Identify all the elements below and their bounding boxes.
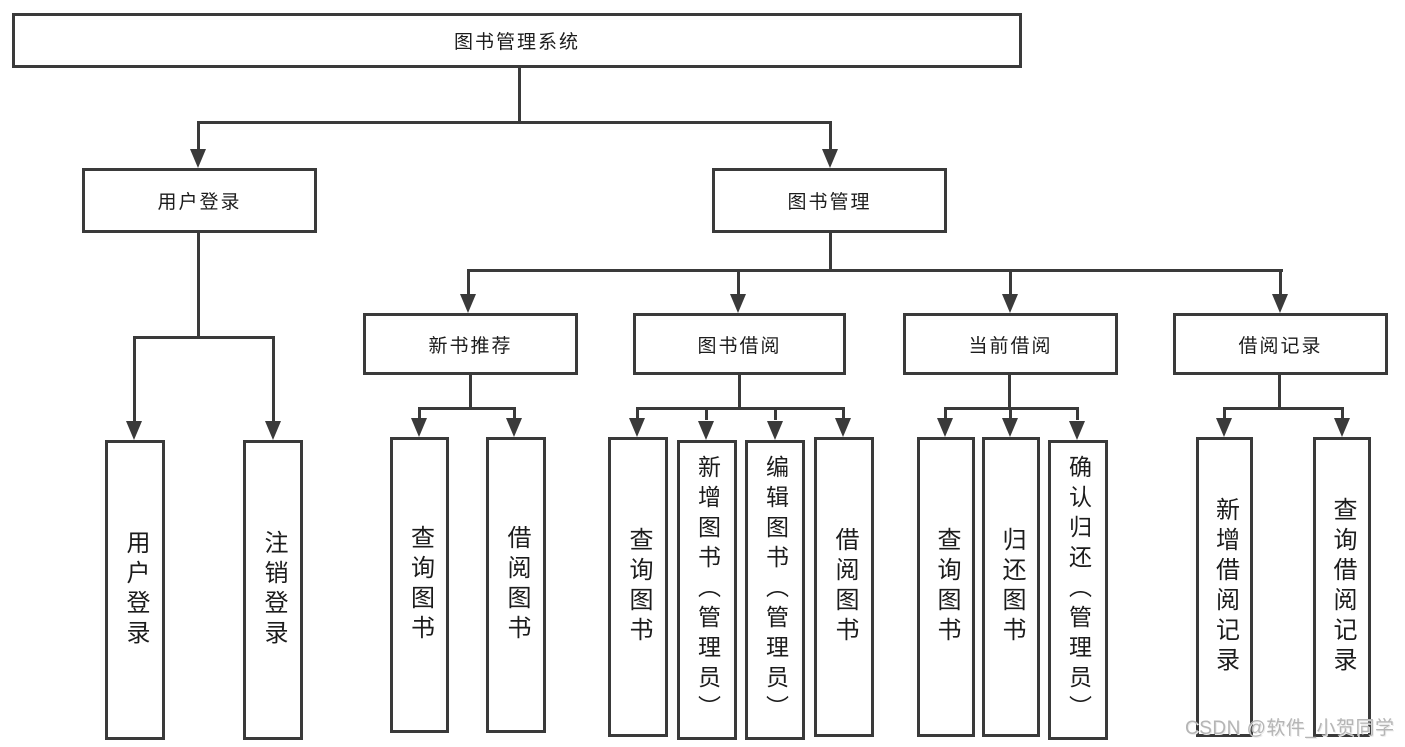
arrowhead-t3-3-c2 bbox=[1002, 418, 1018, 437]
leaf-add-borrow-record: 新增借阅记录 bbox=[1196, 437, 1253, 737]
arrowhead-t3-1-c2 bbox=[506, 418, 522, 437]
arrowhead-t3-3 bbox=[1002, 294, 1018, 313]
connector-t3-3-drop bbox=[1009, 269, 1012, 295]
arrowhead-user bbox=[190, 149, 206, 168]
leaf-recommend-borrow-book-label: 借阅图书 bbox=[503, 525, 530, 645]
leaf-query-borrow-record-label: 查询借阅记录 bbox=[1329, 497, 1356, 677]
connector-t3-4-c1-drop bbox=[1223, 407, 1226, 420]
leaf-user-login: 用户登录 bbox=[105, 440, 165, 740]
leaf-add-borrow-record-label: 新增借阅记录 bbox=[1211, 497, 1239, 677]
connector-t3-1-c2-drop bbox=[513, 407, 516, 420]
leaf-borrow-borrow-book: 借阅图书 bbox=[814, 437, 874, 737]
leaf-current-query-book: 查询图书 bbox=[917, 437, 975, 737]
connector-t3-2-c1-drop bbox=[636, 407, 639, 420]
leaf-borrow-borrow-book-label: 借阅图书 bbox=[831, 527, 858, 647]
connector-t3-4-stub bbox=[1278, 375, 1281, 410]
arrowhead-t3-4-c1 bbox=[1216, 418, 1232, 437]
leaf-logout-label: 注销登录 bbox=[260, 530, 287, 650]
leaf-recommend-query-book: 查询图书 bbox=[390, 437, 449, 733]
arrowhead-t3-2-c4 bbox=[835, 418, 851, 437]
connector-t3-1-stub bbox=[469, 375, 472, 410]
connector-t3-1-drop bbox=[467, 269, 470, 295]
arrowhead-t3-3-c3 bbox=[1069, 421, 1085, 440]
leaf-current-query-book-label: 查询图书 bbox=[933, 527, 960, 647]
leaf-logout: 注销登录 bbox=[243, 440, 303, 740]
connector-book-stub bbox=[829, 233, 832, 272]
arrowhead-t3-2-c1 bbox=[629, 418, 645, 437]
connector-t3-2-c4-drop bbox=[842, 407, 845, 420]
node-book-mgmt-label: 图书管理 bbox=[787, 192, 872, 213]
connector-t3-3-c3-drop bbox=[1076, 407, 1079, 420]
connector-user-stub bbox=[197, 233, 200, 339]
arrowhead-t3-1 bbox=[460, 294, 476, 313]
connector-t3-1-bus bbox=[418, 407, 516, 410]
leaf-recommend-query-book-label: 查询图书 bbox=[406, 525, 434, 645]
leaf-user-login-label: 用户登录 bbox=[122, 530, 149, 650]
node-current-borrow: 当前借阅 bbox=[903, 313, 1118, 375]
csdn-watermark: CSDN @软件_小贺同学 bbox=[1185, 718, 1395, 739]
arrowhead-user-c1 bbox=[126, 421, 142, 440]
leaf-edit-book-admin-label: 编辑图书（管理员） bbox=[762, 455, 789, 725]
connector-t3-4-c2-drop bbox=[1341, 407, 1344, 420]
connector-t3-4-bus bbox=[1223, 407, 1343, 410]
arrowhead-t3-2-c3 bbox=[767, 421, 783, 440]
leaf-borrow-query-book: 查询图书 bbox=[608, 437, 668, 737]
node-current-borrow-label: 当前借阅 bbox=[968, 335, 1053, 357]
node-root-label: 图书管理系统 bbox=[453, 32, 580, 53]
leaf-confirm-return-admin: 确认归还（管理员） bbox=[1048, 440, 1108, 740]
leaf-edit-book-admin: 编辑图书（管理员） bbox=[745, 440, 805, 740]
node-book-mgmt: 图书管理 bbox=[712, 168, 947, 233]
arrowhead-t3-2 bbox=[730, 294, 746, 313]
connector-t3-2-drop bbox=[737, 269, 740, 295]
leaf-borrow-query-book-label: 查询图书 bbox=[625, 527, 652, 647]
connector-book-bus bbox=[467, 269, 1283, 272]
connector-user-bus bbox=[133, 336, 275, 339]
arrowhead-t3-3-c1 bbox=[937, 418, 953, 437]
connector-root-bus bbox=[197, 121, 832, 124]
connector-t3-3-c2-drop bbox=[1009, 407, 1012, 420]
connector-t3-2-stub bbox=[738, 375, 741, 410]
node-user-login-label: 用户登录 bbox=[157, 192, 242, 213]
leaf-confirm-return-admin-label: 确认归还（管理员） bbox=[1065, 455, 1092, 725]
leaf-query-borrow-record: 查询借阅记录 bbox=[1313, 437, 1371, 737]
leaf-return-book: 归还图书 bbox=[982, 437, 1040, 737]
node-root: 图书管理系统 bbox=[12, 13, 1022, 68]
connector-t3-4-drop bbox=[1279, 269, 1282, 295]
node-borrow-record-label: 借阅记录 bbox=[1238, 335, 1323, 357]
arrowhead-t3-2-c2 bbox=[698, 421, 714, 440]
connector-t3-3-stub bbox=[1008, 375, 1011, 410]
node-book-borrow-label: 图书借阅 bbox=[697, 335, 782, 357]
connector-t3-3-c1-drop bbox=[944, 407, 947, 420]
connector-root-stub bbox=[518, 68, 521, 122]
connector-user-c1-drop bbox=[133, 336, 136, 422]
node-borrow-record: 借阅记录 bbox=[1173, 313, 1388, 375]
leaf-return-book-label: 归还图书 bbox=[998, 527, 1025, 647]
node-user-login: 用户登录 bbox=[82, 168, 317, 233]
connector-t3-2-c2-drop bbox=[705, 407, 708, 420]
connector-t3-2-bus bbox=[636, 407, 845, 410]
connector-book-drop bbox=[829, 121, 832, 151]
arrowhead-t3-1-c1 bbox=[411, 418, 427, 437]
connector-t3-1-c1-drop bbox=[418, 407, 421, 420]
leaf-add-book-admin-label: 新增图书（管理员） bbox=[694, 455, 721, 725]
connector-t3-2-c3-drop bbox=[774, 407, 777, 420]
connector-user-c2-drop bbox=[272, 336, 275, 422]
arrowhead-t3-4 bbox=[1272, 294, 1288, 313]
arrowhead-t3-4-c2 bbox=[1334, 418, 1350, 437]
leaf-add-book-admin: 新增图书（管理员） bbox=[677, 440, 737, 740]
arrowhead-book bbox=[822, 149, 838, 168]
arrowhead-user-c2 bbox=[265, 421, 281, 440]
connector-user-drop bbox=[197, 121, 200, 151]
node-new-book-recommend-label: 新书推荐 bbox=[428, 335, 513, 357]
leaf-recommend-borrow-book: 借阅图书 bbox=[486, 437, 546, 733]
node-new-book-recommend: 新书推荐 bbox=[363, 313, 578, 375]
node-book-borrow: 图书借阅 bbox=[633, 313, 846, 375]
